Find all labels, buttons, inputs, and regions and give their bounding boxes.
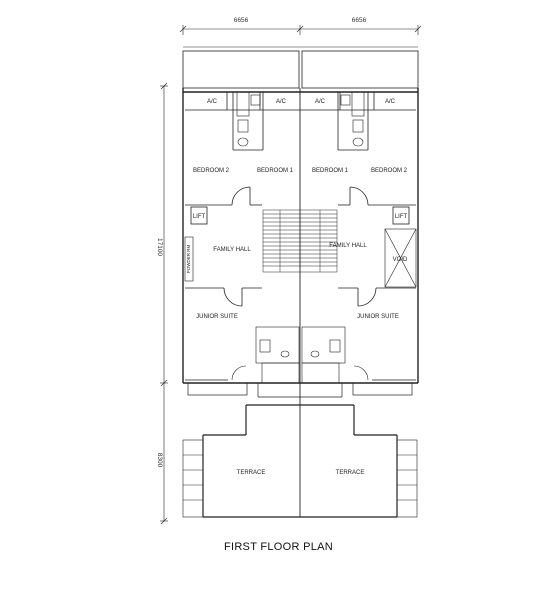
terrace-planters [182, 439, 418, 518]
right-bedroom-2-label: BEDROOM 2 [371, 168, 408, 174]
side-dimension-line [160, 82, 168, 525]
lift-shafts [190, 206, 410, 225]
roof-strip [182, 46, 419, 89]
powder-room [184, 236, 194, 282]
left-bedroom-1-label: BEDROOM 1 [257, 168, 294, 174]
ac-zone [185, 92, 416, 151]
top-dimension-line [179, 25, 422, 35]
staircase [262, 209, 338, 273]
powder-room-label: POWDER RM [186, 245, 191, 274]
dimension-terrace-depth: 8300 [156, 453, 163, 468]
void-area [384, 228, 417, 288]
left-junior-suite-label: JUNIOR SUITE [196, 314, 238, 320]
left-lift-label: LIFT [193, 214, 206, 220]
left-family-hall-label: FAMILY HALL [213, 247, 251, 253]
dimension-main-depth: 17100 [156, 238, 163, 256]
bathroom-fixtures [236, 91, 365, 147]
right-terrace-label: TERRACE [336, 470, 365, 476]
right-ac-label-1: A/C [315, 99, 326, 105]
dimension-left-width: 6656 [234, 17, 249, 24]
suite-bathrooms [231, 326, 369, 384]
left-ac-label-1: A/C [207, 99, 218, 105]
void-label: VOID [393, 257, 408, 263]
bedroom-walls [185, 186, 416, 206]
right-bedroom-1-label: BEDROOM 1 [312, 168, 349, 174]
outer-walls [182, 88, 419, 517]
right-family-hall-label: FAMILY HALL [329, 243, 367, 249]
right-ac-label-2: A/C [385, 99, 396, 105]
lower-balcony [187, 382, 413, 398]
right-junior-suite-label: JUNIOR SUITE [357, 314, 399, 320]
junior-suite-walls [185, 287, 416, 381]
right-lift-label: LIFT [395, 214, 408, 220]
left-terrace-label: TERRACE [237, 470, 266, 476]
left-bedroom-2-label: BEDROOM 2 [193, 168, 230, 174]
left-ac-label-2: A/C [276, 99, 287, 105]
plan-title: FIRST FLOOR PLAN [223, 541, 334, 553]
dimension-right-width: 6656 [352, 17, 367, 24]
